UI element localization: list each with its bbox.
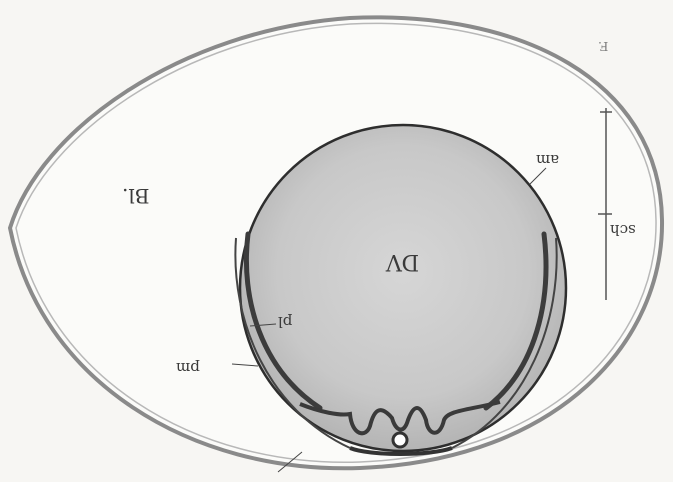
label-bl: Bl.	[122, 186, 149, 206]
label-dv: DV	[386, 250, 419, 272]
label-corner: F.	[598, 40, 608, 52]
label-sch: sch	[610, 222, 636, 237]
label-pm: pm	[176, 360, 200, 375]
label-am: am	[536, 152, 559, 167]
label-pl: pl	[278, 314, 292, 329]
central-node	[393, 433, 407, 447]
